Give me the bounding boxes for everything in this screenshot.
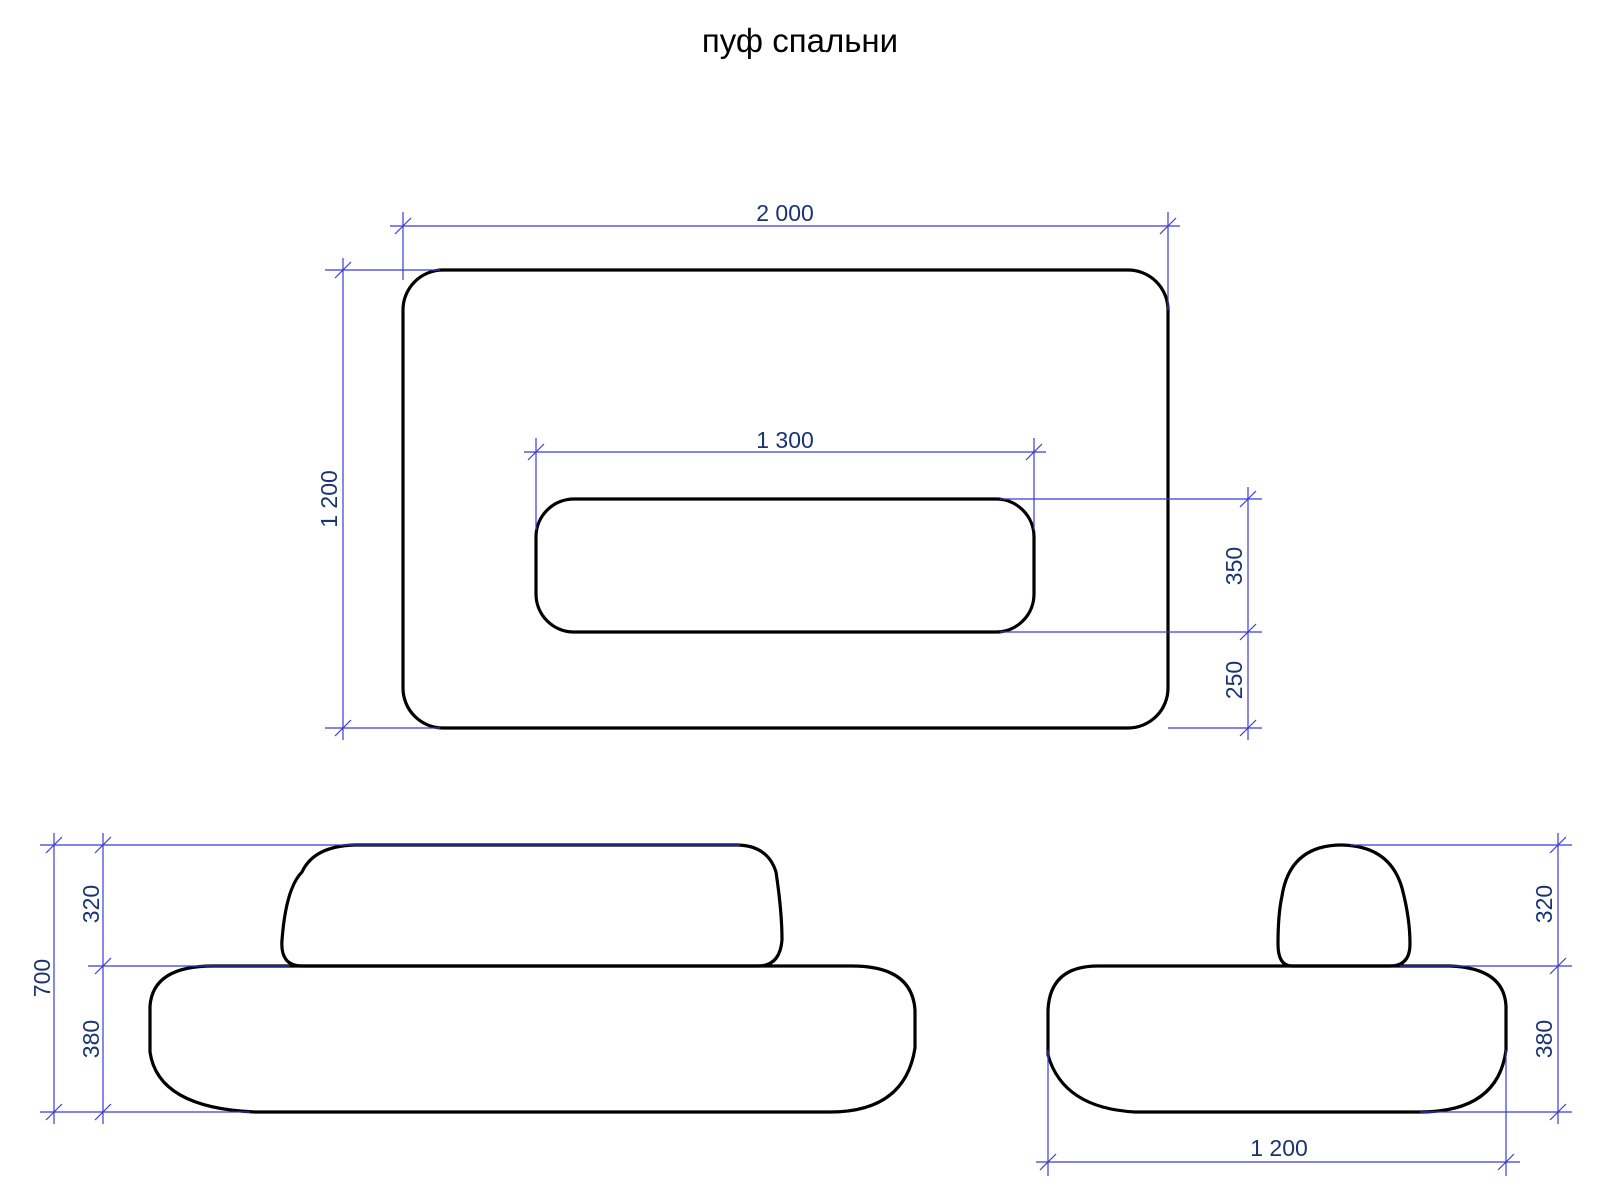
dim-side-back-height-label: 320 [1531,885,1557,923]
drawing-title: пуф спальни [701,22,899,59]
side-view: 320 380 1 200 [1036,833,1572,1176]
side-view-seat [1046,964,1508,1114]
dim-top-depth: 1 200 [316,258,440,740]
dim-side-seat-height-label: 380 [1531,1020,1557,1058]
front-view-seat [148,964,917,1114]
front-view-backrest [280,843,784,968]
dim-side-heights: 320 380 [1350,833,1572,1124]
dim-cushion-depth-label: 350 [1221,547,1247,585]
dim-cushion-width: 1 300 [524,427,1046,530]
side-view-backrest [1276,843,1412,968]
dim-top-depth-label: 1 200 [316,470,342,528]
dim-top-width-label: 2 000 [756,200,814,226]
top-view: 2 000 1 200 1 300 [316,200,1262,740]
dim-front-total-height-label: 700 [29,959,55,997]
dim-side-depth: 1 200 [1036,1050,1520,1176]
dim-front-heights: 700 320 380 [29,833,740,1124]
dim-cushion-depth: 350 250 [1000,487,1262,740]
dim-front-back-height-label: 320 [78,885,104,923]
dim-cushion-offset-label: 250 [1221,661,1247,699]
dim-side-depth-label: 1 200 [1250,1135,1308,1161]
front-view: 700 320 380 [29,833,917,1124]
dim-front-seat-height-label: 380 [78,1020,104,1058]
top-view-cushion [534,497,1036,634]
dim-cushion-width-label: 1 300 [756,427,814,453]
dim-top-width: 2 000 [390,200,1180,310]
